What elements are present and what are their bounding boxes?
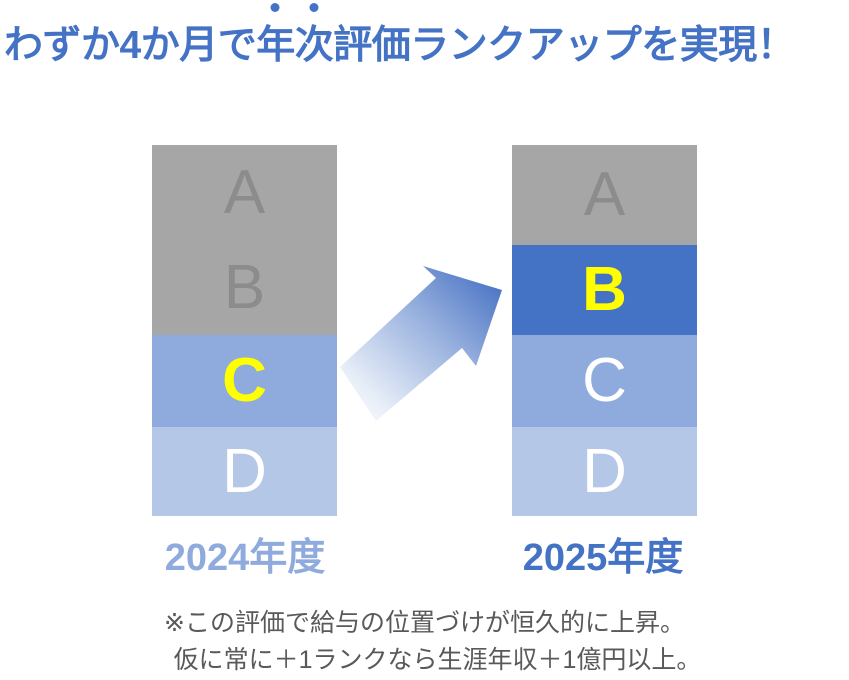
- rank-band-b-2025: B: [512, 245, 697, 335]
- rank-band-d-2025: D: [512, 427, 697, 516]
- rank-band-a-2024: A: [152, 145, 337, 240]
- rank-band-d-2024: D: [152, 427, 337, 516]
- caption-line-2: 仮に常に＋1ランクなら生涯年収＋1億円以上。: [173, 646, 702, 674]
- rank-band-label: A: [223, 157, 266, 227]
- title-text-before: わずか4か月で: [4, 24, 257, 67]
- rank-band-label-highlight: C: [222, 346, 267, 415]
- caption: ※この評価で給与の位置づけが恒久的に上昇。 仮に常に＋1ランクなら生涯年収＋1億…: [0, 605, 849, 679]
- rank-band-a-2025: A: [512, 145, 697, 245]
- caption-line-1: ※この評価で給与の位置づけが恒久的に上昇。: [164, 609, 685, 637]
- rank-band-label: D: [222, 436, 267, 506]
- rank-band-b-2024: B: [152, 240, 337, 335]
- rank-band-c-2025: C: [512, 335, 697, 427]
- page-title: わずか4か月で年次評価ランクアップを実現！: [4, 20, 845, 76]
- rank-column-2024: A B C D: [152, 145, 337, 516]
- emphasis-char-2: 次: [295, 20, 334, 72]
- rank-band-label: A: [583, 160, 626, 229]
- rank-band-label: B: [223, 252, 266, 322]
- rank-band-label: D: [582, 436, 627, 506]
- rank-band-label: C: [582, 346, 627, 415]
- title-emphasized-text: 年次: [256, 20, 334, 72]
- emphasis-char-1: 年: [256, 20, 295, 72]
- year-label-2025: 2025年度: [522, 537, 684, 579]
- rank-band-c-2024: C: [152, 335, 337, 427]
- rank-up-arrow: [338, 266, 518, 422]
- rank-column-2025: A B C D: [512, 145, 697, 516]
- rank-band-label-highlight: B: [582, 255, 627, 324]
- year-label-2024: 2024年度: [164, 537, 326, 579]
- title-text-after: 評価ランクアップを実現！: [333, 24, 796, 67]
- arrow-up-right-icon: [340, 266, 502, 421]
